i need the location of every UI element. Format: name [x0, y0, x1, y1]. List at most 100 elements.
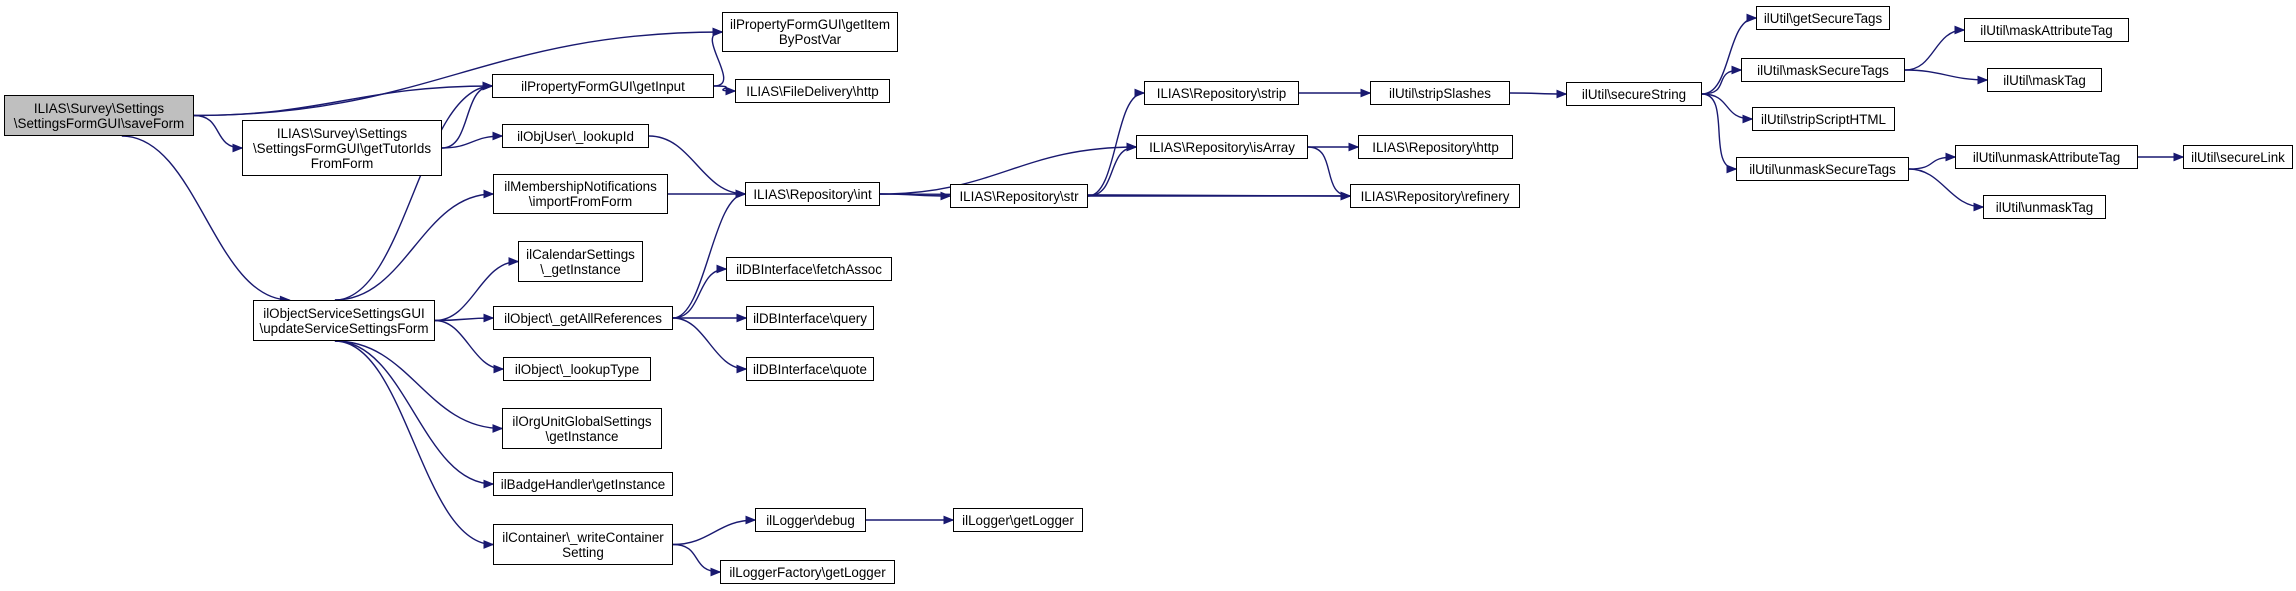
arrowhead-get-item-by-post-var: [712, 27, 724, 37]
node-strip-script-html[interactable]: ilUtil\stripScriptHTML: [1752, 107, 1895, 131]
edge-repo-str-to-repo-strip: [1087, 92, 1145, 197]
arrowhead-repo-is-array: [1126, 142, 1138, 152]
edge-repo-is-array-to-repo-refinery: [1307, 146, 1351, 197]
edge-save-form-to-get-tutor-ids: [193, 114, 243, 149]
edge-lookup-id-to-repo-int: [648, 135, 746, 195]
node-update-service-settings-form[interactable]: ilObjectServiceSettingsGUI \updateServic…: [253, 300, 435, 341]
edge-update-service-settings-form-to-org-unit-settings: [334, 340, 503, 430]
node-file-http[interactable]: ILIAS\FileDelivery\http: [735, 79, 890, 103]
arrowhead-org-unit-settings: [492, 424, 504, 433]
node-get-secure-tags[interactable]: ilUtil\getSecureTags: [1756, 6, 1890, 30]
edge-repo-int-to-repo-is-array: [879, 146, 1137, 195]
edge-update-service-settings-form-to-get-input: [334, 85, 493, 301]
node-repo-str[interactable]: ILIAS\Repository\str: [950, 184, 1088, 208]
edge-update-service-settings-form-to-write-container-setting: [334, 340, 494, 546]
node-lookup-type[interactable]: ilObject\_lookupType: [503, 357, 651, 381]
node-logger-debug[interactable]: ilLogger\debug: [755, 508, 866, 532]
edge-secure-string-to-strip-script-html: [1701, 93, 1753, 120]
edge-secure-string-to-unmask-secure-tags: [1701, 93, 1737, 170]
arrowhead-strip-script-html: [1742, 114, 1754, 124]
arrowhead-lookup-type: [493, 364, 505, 374]
arrowhead-get-input: [482, 81, 494, 91]
edge-save-form-to-update-service-settings-form: [121, 135, 290, 301]
node-lookup-id[interactable]: ilObjUser\_lookupId: [502, 124, 649, 148]
node-fetch-assoc[interactable]: ilDBInterface\fetchAssoc: [726, 257, 892, 281]
node-mask-secure-tags[interactable]: ilUtil\maskSecureTags: [1741, 58, 1905, 82]
edge-get-all-references-to-fetch-assoc: [672, 268, 727, 319]
node-db-quote[interactable]: ilDBInterface\quote: [746, 357, 874, 381]
node-unmask-secure-tags[interactable]: ilUtil\unmaskSecureTags: [1736, 157, 1909, 181]
edge-save-form-to-get-input: [193, 85, 493, 117]
node-get-all-references[interactable]: ilObject\_getAllReferences: [493, 306, 673, 330]
node-repo-refinery[interactable]: ILIAS\Repository\refinery: [1350, 184, 1520, 208]
node-calendar-settings[interactable]: ilCalendarSettings \_getInstance: [518, 241, 643, 282]
edge-repo-str-to-repo-is-array: [1087, 146, 1137, 197]
node-unmask-tag[interactable]: ilUtil\unmaskTag: [1983, 195, 2106, 219]
edge-mask-secure-tags-to-mask-attribute-tag: [1904, 29, 1965, 71]
node-save-form: ILIAS\Survey\Settings \SettingsFormGUI\s…: [4, 95, 194, 136]
arrowhead-lookup-id: [492, 131, 504, 141]
node-get-item-by-post-var[interactable]: ilPropertyFormGUI\getItem ByPostVar: [722, 12, 898, 52]
arrowhead-logger-get-logger: [943, 515, 955, 525]
arrowhead-badge-handler: [483, 479, 495, 489]
arrowhead-repo-refinery: [1340, 191, 1352, 201]
arrowhead-secure-link: [2173, 152, 2185, 162]
arrowhead-secure-string: [1556, 89, 1568, 99]
node-logger-factory-get-logger[interactable]: ilLoggerFactory\getLogger: [720, 560, 895, 584]
edge-write-container-setting-to-logger-factory-get-logger: [672, 543, 721, 573]
arrowhead-unmask-tag: [1973, 202, 1985, 212]
arrowhead-mask-attribute-tag: [1954, 25, 1966, 35]
arrowhead-unmask-attribute-tag: [1945, 152, 1957, 162]
edge-get-all-references-to-repo-int: [672, 193, 746, 319]
arrowhead-repo-str: [940, 191, 952, 201]
node-logger-get-logger[interactable]: ilLogger\getLogger: [953, 508, 1083, 532]
node-strip-slashes[interactable]: ilUtil\stripSlashes: [1370, 81, 1510, 105]
node-secure-link[interactable]: ilUtil\secureLink: [2183, 145, 2293, 169]
node-import-from-form[interactable]: ilMembershipNotifications \importFromFor…: [493, 174, 668, 214]
arrowhead-mask-tag: [1977, 75, 1989, 85]
arrowhead-repo-int: [735, 189, 747, 199]
arrowhead-write-container-setting: [483, 540, 495, 549]
arrowhead-db-quote: [736, 364, 748, 374]
node-get-tutor-ids[interactable]: ILIAS\Survey\Settings \SettingsFormGUI\g…: [242, 120, 442, 176]
arrowhead-unmask-secure-tags: [1726, 164, 1738, 174]
edge-update-service-settings-form-to-badge-handler: [334, 340, 494, 485]
edge-secure-string-to-mask-secure-tags: [1701, 69, 1742, 95]
arrowhead-get-all-references: [483, 313, 495, 323]
node-repo-strip[interactable]: ILIAS\Repository\strip: [1144, 81, 1299, 105]
arrowhead-strip-slashes: [1360, 88, 1372, 98]
node-get-input[interactable]: ilPropertyFormGUI\getInput: [492, 74, 714, 98]
arrowhead-file-http: [725, 86, 737, 96]
edge-save-form-to-get-item-by-post-var: [193, 31, 723, 117]
arrowhead-get-secure-tags: [1746, 13, 1758, 23]
node-db-query[interactable]: ilDBInterface\query: [746, 306, 874, 330]
arrowhead-fetch-assoc: [716, 264, 728, 274]
arrowhead-get-tutor-ids: [232, 143, 244, 153]
arrowhead-mask-secure-tags: [1731, 65, 1743, 75]
node-org-unit-settings[interactable]: ilOrgUnitGlobalSettings \getInstance: [502, 408, 662, 449]
arrowhead-logger-factory-get-logger: [710, 567, 722, 577]
arrowhead-repo-strip: [1134, 88, 1146, 98]
node-secure-string[interactable]: ilUtil\secureString: [1566, 82, 1702, 106]
arrowhead-import-from-form: [483, 189, 495, 199]
node-repo-http[interactable]: ILIAS\Repository\http: [1358, 135, 1513, 159]
arrowhead-logger-debug: [745, 515, 757, 525]
edge-update-service-settings-form-to-calendar-settings: [434, 260, 519, 322]
arrowhead-db-query: [736, 313, 748, 323]
edge-write-container-setting-to-logger-debug: [672, 519, 756, 546]
node-mask-tag[interactable]: ilUtil\maskTag: [1987, 68, 2102, 92]
edge-update-service-settings-form-to-import-from-form: [334, 193, 494, 301]
edge-unmask-secure-tags-to-unmask-tag: [1908, 168, 1984, 208]
node-repo-int[interactable]: ILIAS\Repository\int: [745, 182, 880, 206]
node-write-container-setting[interactable]: ilContainer\_writeContainer Setting: [493, 524, 673, 565]
arrowhead-calendar-settings: [508, 257, 520, 266]
edge-secure-string-to-get-secure-tags: [1701, 17, 1757, 95]
node-mask-attribute-tag[interactable]: ilUtil\maskAttributeTag: [1964, 18, 2129, 42]
node-unmask-attribute-tag[interactable]: ilUtil\unmaskAttributeTag: [1955, 145, 2138, 169]
edge-mask-secure-tags-to-mask-tag: [1904, 69, 1988, 81]
edge-get-all-references-to-db-quote: [672, 317, 747, 370]
node-repo-is-array[interactable]: ILIAS\Repository\isArray: [1136, 135, 1308, 159]
node-badge-handler[interactable]: ilBadgeHandler\getInstance: [493, 472, 673, 496]
